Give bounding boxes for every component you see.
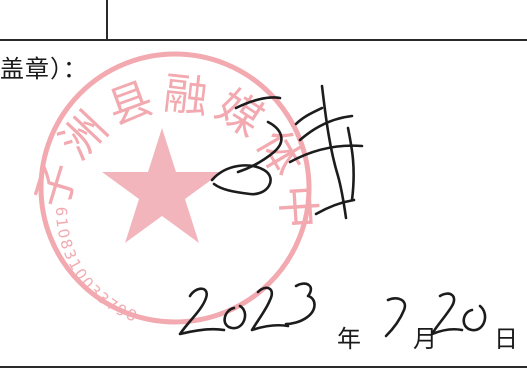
svg-text:6108310033798: 6108310033798 (52, 207, 141, 327)
svg-text:子洲县融媒体中心: 子洲县融媒体中心 (0, 0, 324, 237)
seal-field-label: 盖章）： (0, 55, 88, 83)
date-year-unit: 年 (337, 325, 361, 353)
date-month-unit: 月 (413, 325, 437, 353)
table-row-divider (0, 39, 527, 41)
date-day-unit: 日 (494, 325, 518, 353)
table-cell-divider (106, 0, 108, 40)
table-bottom-rule (0, 366, 527, 368)
